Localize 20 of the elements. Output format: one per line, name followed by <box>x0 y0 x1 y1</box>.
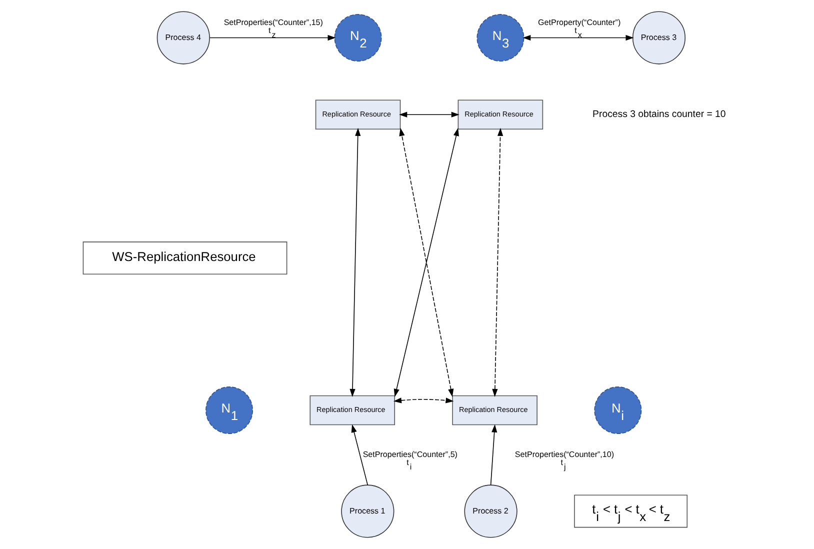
node-box: Replication Resource <box>457 100 543 130</box>
node-box: Replication Resource <box>452 395 537 426</box>
label: Process 3 obtains counter = 10 <box>592 109 726 120</box>
node-box: Replication Resource <box>309 395 395 426</box>
arrow <box>350 424 368 486</box>
arrow <box>393 128 458 397</box>
node-circle: Process 3 <box>632 11 686 64</box>
arrow <box>392 398 454 404</box>
arrow <box>398 112 459 118</box>
arrow <box>490 424 497 486</box>
node-circle: Process 2 <box>464 484 517 538</box>
node-circle: Process 4 <box>156 11 210 64</box>
arrow <box>349 128 360 397</box>
arrow <box>398 128 454 397</box>
arrow <box>209 34 336 41</box>
node-box: WS-ReplicationResource <box>82 242 287 274</box>
node-circle: Process 1 <box>340 484 394 538</box>
arrow <box>492 128 503 397</box>
arrow <box>522 34 634 41</box>
node-box: Replication Resource <box>314 100 400 130</box>
